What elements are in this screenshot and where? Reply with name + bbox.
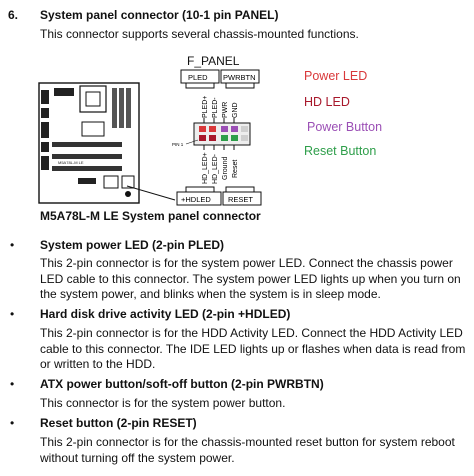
legend-power-led: Power LED [304, 69, 368, 83]
bullet-1: • [10, 238, 15, 252]
diagram-caption: M5A78L-M LE System panel connector [40, 209, 261, 223]
connector-title: F_PANEL [187, 54, 240, 68]
item-title-reset: Reset button (2-pin RESET) [40, 416, 197, 430]
bullet-4: • [10, 416, 15, 430]
label-pled: PLED [188, 73, 208, 82]
item-body-pled: This 2-pin connector is for the system p… [40, 256, 461, 302]
section-description: This connector supports several chassis-… [40, 27, 359, 41]
label-pwrbtn: PWRBTN [223, 73, 256, 82]
legend-reset-button: Reset Button [304, 144, 377, 158]
bullet-3: • [10, 377, 15, 391]
item-title-hdled: Hard disk drive activity LED (2-pin +HDL… [40, 307, 291, 321]
board-label: M5A78L-M LE [58, 160, 84, 165]
item-body-hdled: This 2-pin connector is for the HDD Acti… [40, 326, 466, 372]
pin-label-gnd: GND [232, 102, 239, 118]
pin-label-pled-minus: PLED- [212, 97, 219, 118]
item-title-pwrbtn: ATX power button/soft-off button (2-pin … [40, 377, 324, 391]
f-panel-connector: PLED PWRBTN PLED+ PLED- PWR GND PIN 1 HD… [172, 69, 262, 206]
pin-label-hd-led-minus: HD_LED- [212, 153, 219, 184]
section-title: System panel connector (10-1 pin PANEL) [40, 8, 279, 22]
motherboard-diagram: M5A78L-M LE [38, 82, 140, 204]
item-title-pled: System power LED (2-pin PLED) [40, 238, 225, 252]
legend-power-button: Power Button [307, 120, 383, 134]
item-body-reset: This 2-pin connector is for the chassis-… [40, 435, 455, 465]
legend-hd-led: HD LED [304, 95, 350, 109]
label-reset: RESET [228, 195, 253, 204]
pin1-label: PIN 1 [172, 142, 184, 147]
pin-label-ground: Ground [222, 157, 229, 180]
pin-label-hd-led-plus: HD_LED+ [202, 152, 209, 184]
pointer-line [126, 185, 176, 201]
pin-label-pled-plus: PLED+ [202, 96, 209, 118]
pin-label-reset: Reset [232, 160, 239, 178]
bullet-2: • [10, 307, 15, 321]
section-number: 6. [8, 8, 19, 22]
item-body-pwrbtn: This connector is for the system power b… [40, 396, 286, 410]
pin-label-pwr: PWR [222, 102, 229, 118]
label-hdled: +HDLED [181, 195, 211, 204]
